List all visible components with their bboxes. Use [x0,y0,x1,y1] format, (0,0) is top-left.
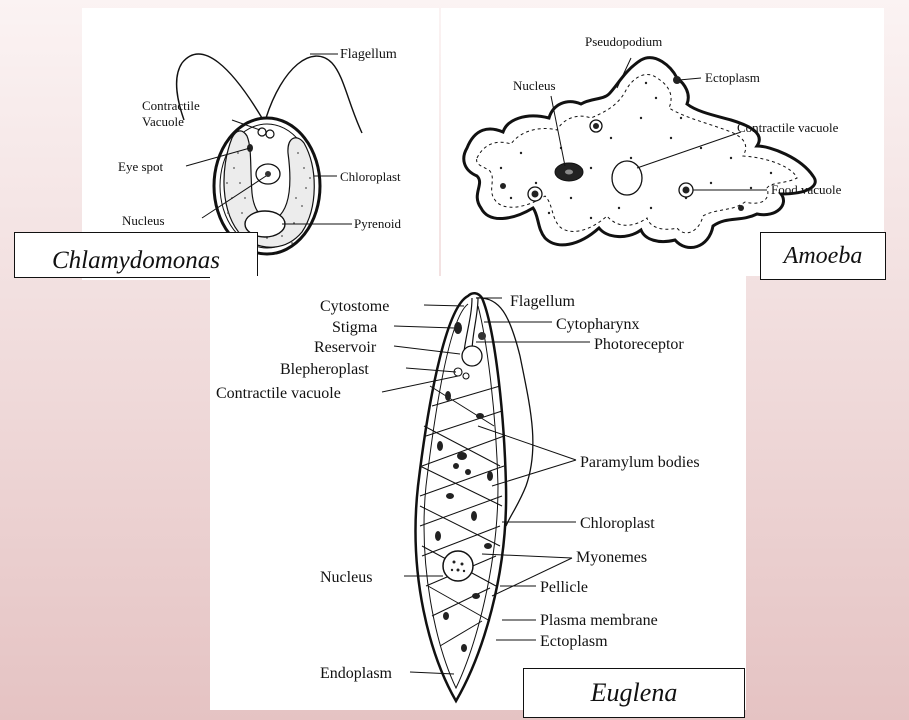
euglena-label-ectoplasm: Ectoplasm [540,633,608,650]
euglena-label-blepheroplast: Blepheroplast [280,361,369,378]
amoeba-label-contractile-vacuole: Contractile vacuole [737,120,839,135]
chlamy-label-pyrenoid: Pyrenoid [354,216,401,231]
chlamy-label-eye-spot: Eye spot [118,159,164,174]
chlamydomonas-caption-text: Chlamydomonas [52,247,220,275]
euglena-caption: Euglena [523,668,745,718]
euglena-label-contractile-vacuole: Contractile vacuole [216,385,341,402]
euglena-label-flagellum: Flagellum [510,293,575,310]
amoeba-caption-text: Amoeba [784,243,863,270]
amoeba-label-pseudopodium: Pseudopodium [585,34,662,49]
amoeba-label-ectoplasm: Ectoplasm [705,70,760,85]
euglena-label-paramylum-bodies: Paramylum bodies [580,454,700,471]
euglena-label-myonemes: Myonemes [576,549,647,566]
euglena-label-stigma: Stigma [332,319,377,336]
amoeba-label-food-vacuole: Food vacuole [771,182,842,197]
euglena-label-photoreceptor: Photoreceptor [594,336,684,353]
chlamy-label-contractile-1: Contractile [142,98,200,113]
euglena-caption-text: Euglena [591,678,678,708]
chlamy-label-nucleus: Nucleus [122,213,165,228]
amoeba-label-nucleus: Nucleus [513,78,556,93]
euglena-label-cytopharynx: Cytopharynx [556,316,640,333]
euglena-label-reservoir: Reservoir [314,339,377,356]
chlamy-label-contractile-2: Vacuole [142,114,184,129]
chlamy-label-flagellum: Flagellum [340,47,397,62]
chlamydomonas-caption: Chlamydomonas [14,232,258,278]
euglena-label-cytostome: Cytostome [320,298,389,315]
euglena-label-plasma-membrane: Plasma membrane [540,612,658,629]
euglena-diagram: Cytostome Stigma Reservoir Blepheroplast… [210,276,746,710]
euglena-label-chloroplast: Chloroplast [580,515,655,532]
amoeba-caption: Amoeba [760,232,886,280]
chlamy-label-chloroplast: Chloroplast [340,169,401,184]
euglena-label-pellicle: Pellicle [540,579,588,596]
euglena-label-endoplasm: Endoplasm [320,665,393,682]
euglena-panel: Cytostome Stigma Reservoir Blepheroplast… [210,276,746,710]
euglena-label-nucleus: Nucleus [320,569,372,586]
